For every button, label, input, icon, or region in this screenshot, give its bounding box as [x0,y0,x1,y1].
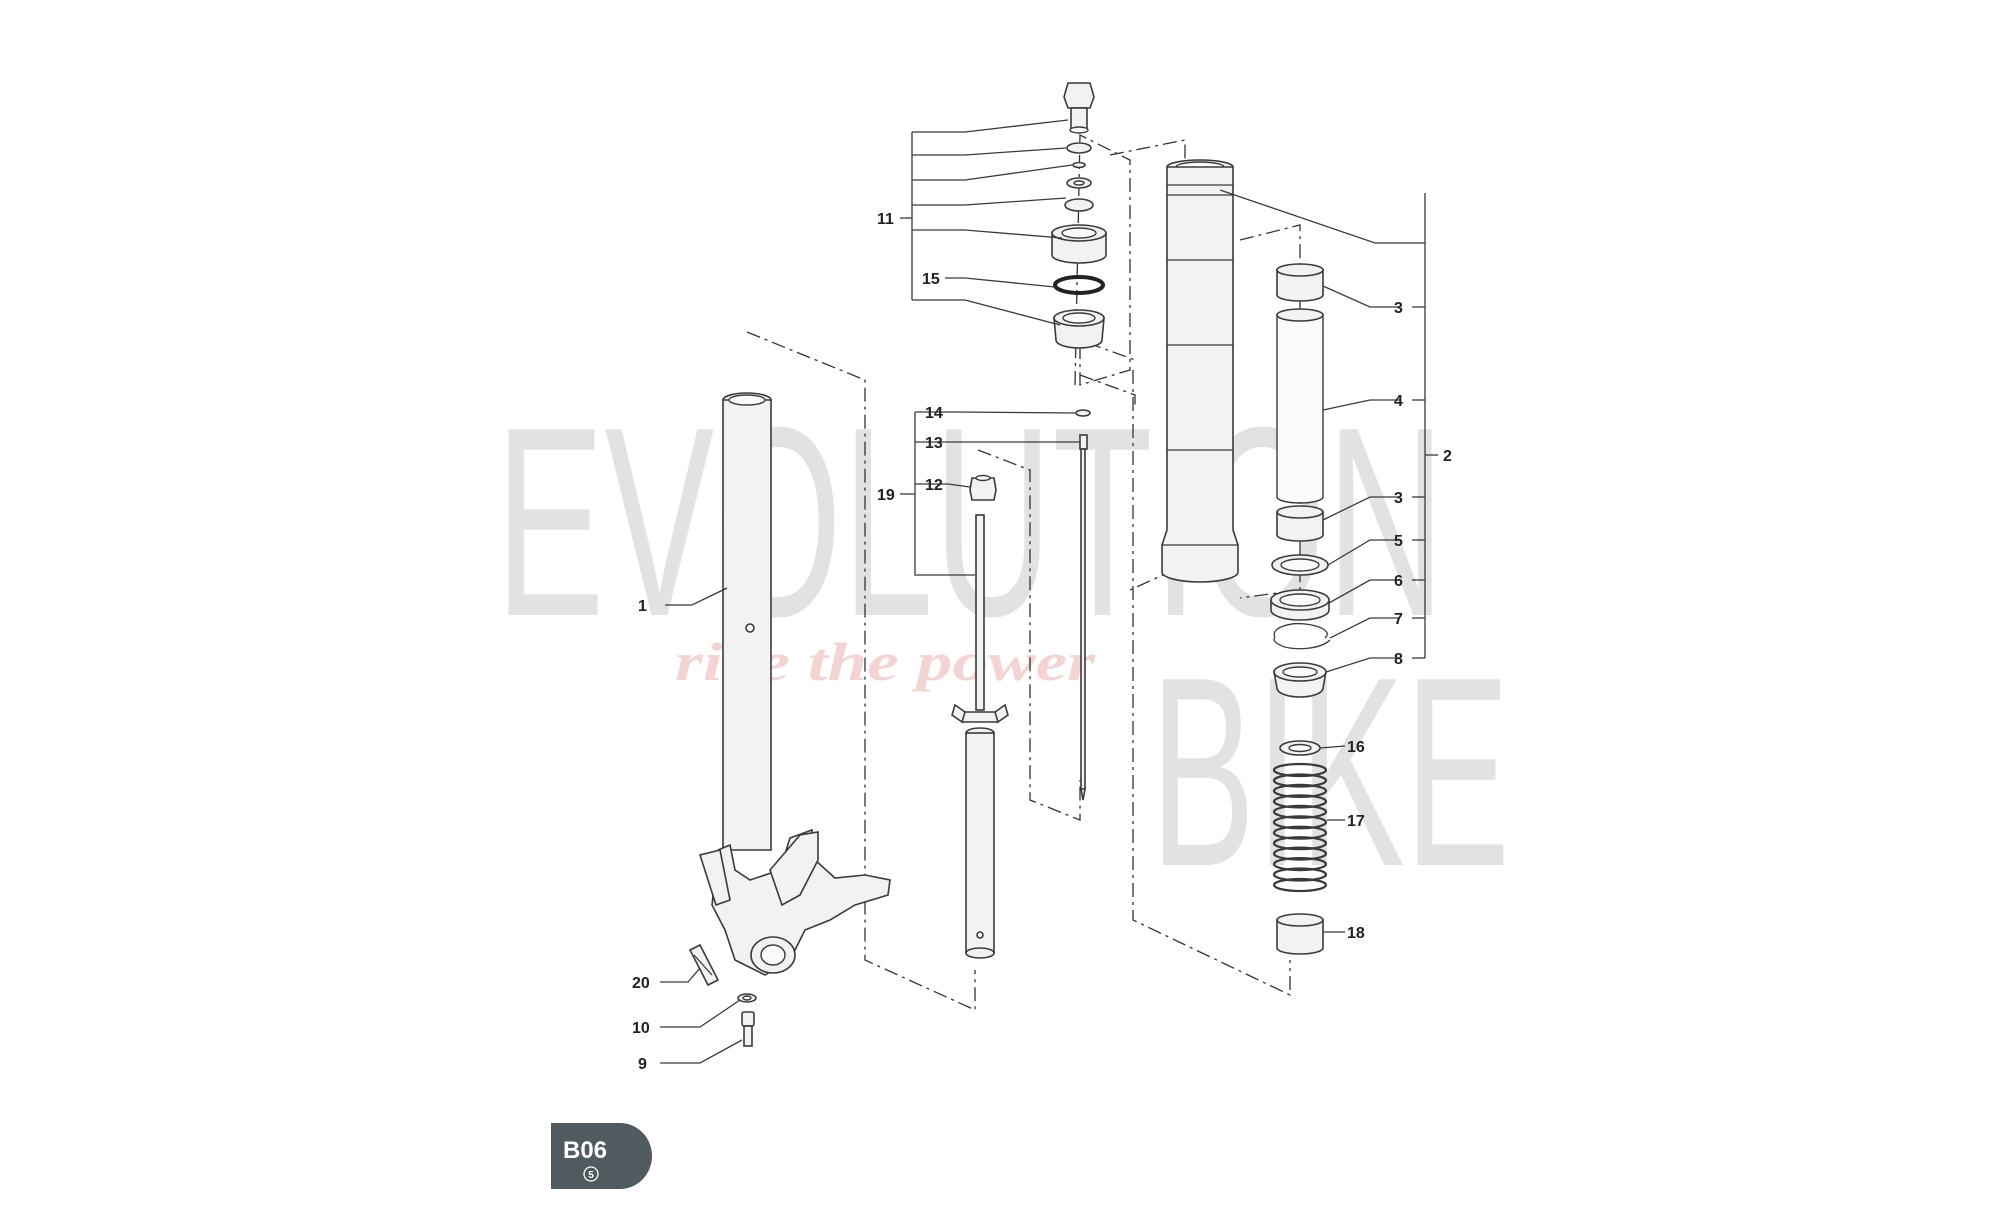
callout-14: 14 [925,405,943,422]
page-badge: B06 5 [551,1123,652,1189]
callout-10: 10 [632,1020,650,1037]
part-12-lock-nut [969,474,997,501]
callout-9: 9 [638,1056,647,1073]
callout-4: 4 [1394,393,1403,410]
callout-3-lower: 3 [1394,490,1403,507]
part-2-inner-tube [1161,159,1239,583]
callout-11: 11 [877,211,894,228]
callout-17: 17 [1347,813,1365,830]
part-7-retaining-clip [1273,622,1331,650]
callout-18: 18 [1347,925,1365,942]
part-13-adjuster-rod [1079,434,1088,801]
part-6-oil-seal [1270,589,1330,621]
callout-1: 1 [638,598,647,615]
spring-coil [1272,825,1328,840]
callout-16: 16 [1347,739,1365,756]
part-15-o-ring [1053,275,1105,295]
callout-7: 7 [1394,611,1403,628]
callout-2: 2 [1443,448,1452,465]
callout-13: 13 [925,435,943,452]
spring-coil [1272,783,1328,799]
part-20-reflector [688,943,720,987]
spring-coil [1272,867,1328,882]
part-19-damper-cartridge [951,514,1009,959]
part-14-o-ring [1075,409,1091,417]
spring-coil [1272,773,1328,788]
badge-sub: 5 [588,1170,594,1181]
callout-3-upper: 3 [1394,300,1403,317]
part-17-fork-spring [1272,762,1328,893]
part-9-bolt [741,1011,755,1047]
callout-8: 8 [1394,651,1403,668]
part-11-cap-base [1053,309,1105,349]
spring-coil [1272,804,1328,819]
spring-coil [1272,856,1328,872]
callout-6: 6 [1394,573,1403,590]
callout-labels: 1 2 3 4 3 5 6 7 8 9 10 11 12 13 14 15 16… [632,211,1452,1073]
spring-coil [1272,836,1328,851]
part-5-washer [1271,554,1329,576]
part-3-bushing-upper [1276,263,1324,302]
badge-code: B06 [563,1137,607,1164]
part-1-outer-tube [698,392,891,976]
leader-lines [660,119,1438,1064]
part-8-dust-seal [1273,662,1327,698]
part-3-bushing-lower [1276,505,1324,542]
part-10-washer [737,993,757,1003]
part-4-inner-tube [1276,308,1324,504]
callout-5: 5 [1394,533,1403,550]
part-11-top-cap-assembly [1051,82,1107,264]
callout-19: 19 [877,487,895,504]
callout-20: 20 [632,975,650,992]
part-16-spring-seat [1279,740,1321,756]
spring-coil [1272,794,1328,809]
part-18-spacer [1276,913,1324,955]
badge-background [551,1123,652,1189]
watermark: EVOLUTION BIKE ride the power [495,372,1510,923]
spring-coil [1272,762,1328,778]
callout-15: 15 [922,271,940,288]
spring-coil [1272,815,1328,830]
callout-12: 12 [925,477,943,494]
watermark-bike: BIKE [1150,622,1510,923]
spring-coil [1272,877,1328,893]
badge-sub-circle [583,1166,599,1182]
spring-coil [1272,846,1328,861]
